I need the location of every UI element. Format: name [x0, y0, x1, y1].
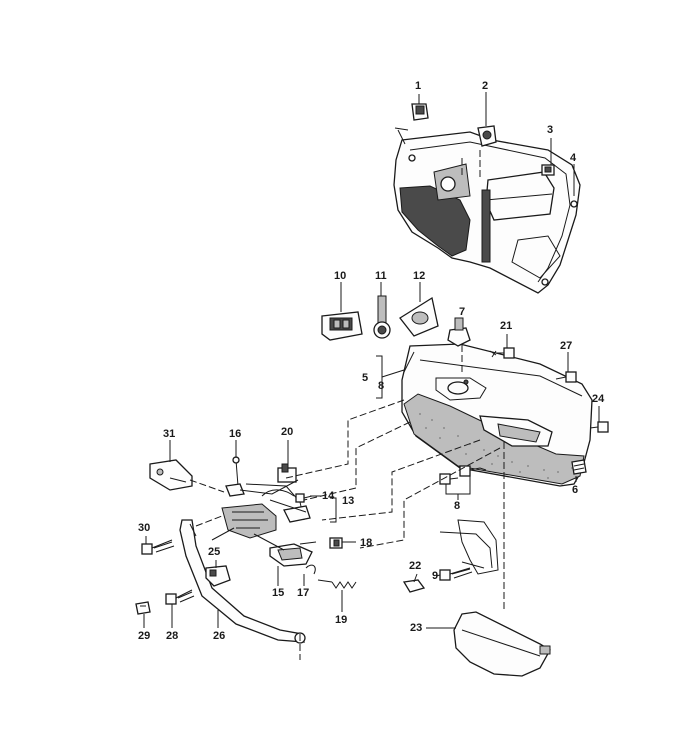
label-part-3: 3: [547, 124, 554, 136]
part-21-screw: [489, 347, 515, 359]
part-9-screw: [439, 567, 473, 581]
part-15-actuator: [269, 541, 317, 567]
label-part-2: 2: [482, 80, 489, 92]
label-part-5: 5: [362, 372, 369, 384]
label-part-27: 27: [560, 340, 573, 352]
part-2-clip: [477, 125, 497, 147]
part-8-screws: [439, 465, 487, 485]
part-6-clip: [571, 459, 587, 475]
label-part-6: 6: [572, 484, 579, 496]
part-14-screw: [295, 493, 313, 503]
part-31-inner-handle: [149, 459, 193, 491]
label-part-30: 30: [138, 522, 151, 534]
label-part-23: 23: [410, 622, 423, 634]
label-part-18: 18: [360, 537, 373, 549]
linkage-rods: [211, 479, 299, 551]
part-13-door-mechanism: [221, 483, 311, 539]
part-24-screw: [589, 421, 609, 433]
door-trim-panel: [401, 343, 593, 487]
part-7-clip: [447, 317, 471, 347]
part-10-window-switch: [321, 311, 363, 341]
leader-lines: [143, 92, 600, 629]
label-part-22: 22: [409, 560, 422, 572]
label-part-16: 16: [229, 428, 242, 440]
part-28-screw: [165, 589, 195, 605]
part-11-lock-knob: [373, 295, 391, 339]
label-part-21: 21: [500, 320, 513, 332]
label-part-29: 29: [138, 630, 151, 642]
label-part-11: 11: [375, 270, 387, 282]
part-29-clip: [135, 601, 151, 615]
label-part-4: 4: [570, 152, 577, 164]
label-part-26: 26: [213, 630, 226, 642]
label-part-31: 31: [163, 428, 176, 440]
assembly-lines: [189, 344, 505, 660]
label-part-17: 17: [297, 587, 310, 599]
label-part-8-lower: 8: [454, 500, 461, 512]
label-part-15: 15: [272, 587, 285, 599]
part-19-spring: [317, 579, 357, 589]
label-part-14: 14: [322, 490, 335, 502]
label-part-20: 20: [281, 426, 294, 438]
part-22-cap: [402, 579, 426, 593]
label-part-8-upper: 8: [378, 380, 385, 392]
handle-recess: [439, 519, 499, 575]
label-part-7: 7: [459, 306, 466, 318]
part-30-screw: [141, 539, 175, 555]
label-part-1: 1: [415, 80, 422, 92]
part-20-clip: [277, 463, 297, 483]
part-25-bracket: [205, 565, 231, 587]
label-part-25: 25: [208, 546, 221, 558]
label-part-12: 12: [413, 270, 426, 282]
part-18-bolt: [329, 537, 343, 549]
label-part-13: 13: [342, 495, 355, 507]
part-16-rod: [225, 456, 245, 497]
part-26-grab-rail: [179, 519, 306, 644]
label-part-28: 28: [166, 630, 179, 642]
label-part-24: 24: [592, 393, 605, 405]
part-12-bezel: [399, 296, 439, 337]
part-17-clip: [305, 564, 316, 575]
part-3-nut: [541, 164, 555, 176]
part-23-armrest: [453, 611, 551, 677]
part-1-clip: [411, 103, 429, 121]
door-carrier-panel: [393, 127, 581, 294]
part-27-screw: [555, 371, 577, 383]
label-part-19: 19: [335, 614, 348, 626]
label-part-9: 9: [432, 570, 439, 582]
label-part-10: 10: [334, 270, 347, 282]
